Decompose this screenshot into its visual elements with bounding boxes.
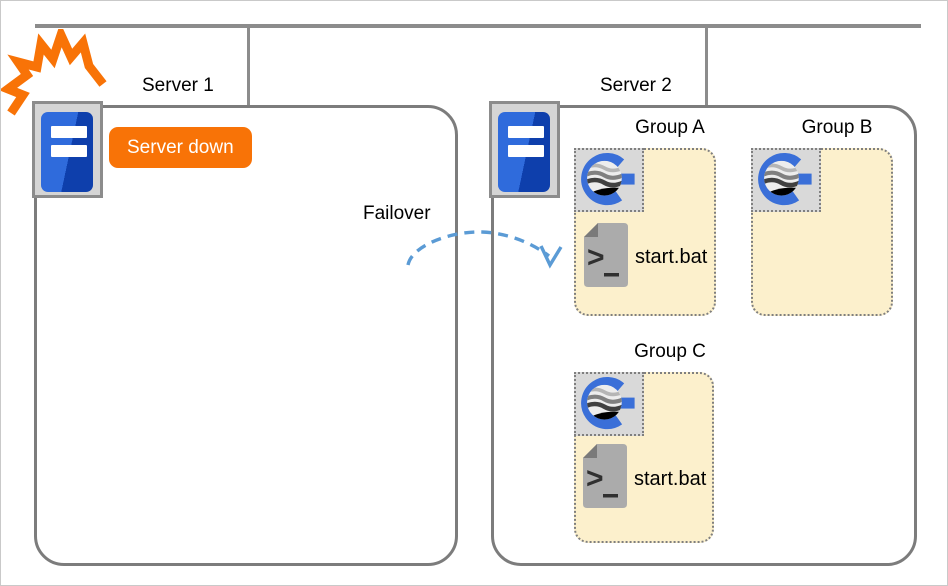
svg-text:>: > (587, 241, 605, 274)
script-label: start.bat (634, 468, 707, 490)
server1-box (34, 105, 458, 566)
server-tower-body (41, 112, 93, 192)
server-tower-icon (489, 101, 560, 198)
globe-g-logo-icon (751, 148, 821, 212)
server-tower-body (498, 112, 550, 192)
server2-label: Server 2 (600, 75, 672, 96)
network-drop-server1 (247, 26, 250, 107)
globe-g-logo-icon (574, 372, 644, 436)
group-a-label: Group A (635, 117, 705, 138)
status-badge: Server down (109, 127, 252, 168)
network-drop-server2 (705, 26, 708, 107)
server-tower-icon (32, 101, 103, 198)
server-slot-bar (508, 145, 544, 157)
failover-label: Failover (363, 203, 431, 224)
server-slot-bar (508, 126, 544, 138)
group-c-label: Group C (634, 341, 706, 362)
server-slot-bar (51, 126, 87, 138)
globe-g-logo-icon (574, 148, 644, 212)
failover-arrow-icon (406, 230, 563, 269)
network-bus-line (35, 24, 921, 28)
group-b-label: Group B (801, 117, 873, 138)
batch-file-icon: > (583, 444, 627, 508)
server1-label: Server 1 (142, 75, 214, 96)
server-slot-bar (51, 145, 87, 157)
crash-burst-icon (1, 29, 107, 116)
batch-file-icon: > (584, 223, 628, 287)
script-label: start.bat (635, 246, 708, 268)
svg-text:>: > (586, 462, 604, 495)
